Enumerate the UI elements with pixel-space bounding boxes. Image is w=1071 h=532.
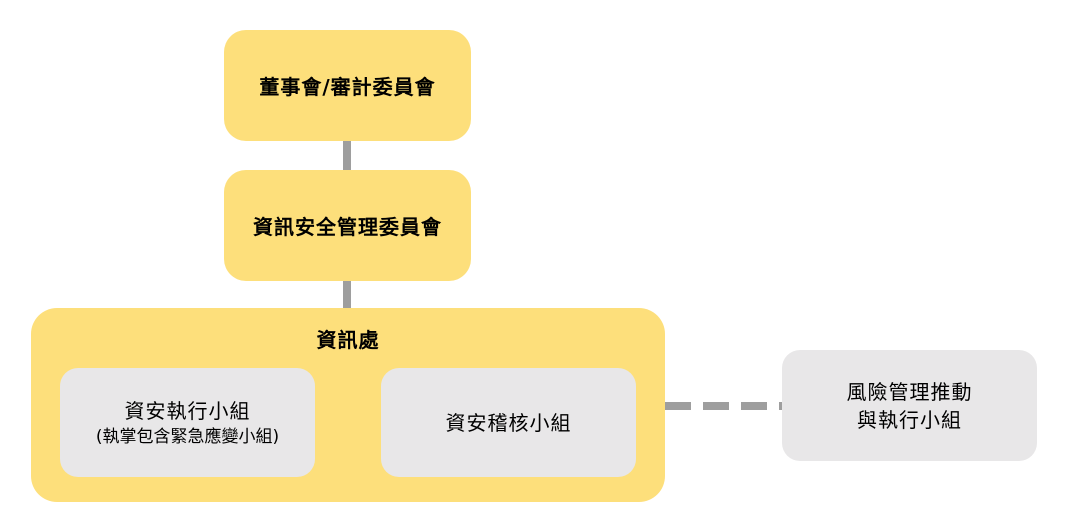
node-board-audit-committee: 董事會/審計委員會: [224, 30, 471, 141]
node-label-line2: 與執行小組: [857, 407, 962, 432]
connector-committee-to-dept: [343, 281, 351, 308]
node-security-audit-team: 資安稽核小組: [381, 368, 636, 477]
node-label: 資安稽核小組: [445, 410, 572, 435]
node-label-line1: 風險管理推動: [846, 379, 973, 404]
node-label-line1: 資安執行小組: [124, 398, 251, 423]
connector-board-to-committee: [343, 141, 351, 170]
node-label-line2: (執掌包含緊急應變小組): [95, 426, 280, 447]
node-label: 董事會/審計委員會: [259, 75, 436, 99]
node-security-execution-team: 資安執行小組 (執掌包含緊急應變小組): [60, 368, 315, 477]
node-label: 資訊處: [316, 328, 380, 352]
node-information-security-committee: 資訊安全管理委員會: [224, 170, 471, 281]
dashed-connector-dept-to-risk: [665, 402, 782, 410]
node-risk-management-team: 風險管理推動 與執行小組: [782, 350, 1037, 461]
node-label: 資訊安全管理委員會: [253, 215, 442, 239]
